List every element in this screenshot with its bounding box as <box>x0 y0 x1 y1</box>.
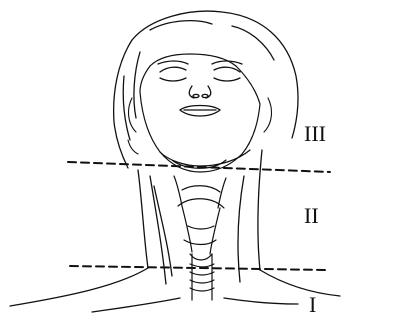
neck-outline <box>138 150 262 284</box>
mouth <box>180 106 220 117</box>
eyes <box>158 61 242 81</box>
zone-label-ii: II <box>304 205 319 227</box>
larynx-trachea <box>174 176 226 300</box>
hair-outline <box>114 11 298 168</box>
shoulders <box>10 268 340 312</box>
nose <box>189 86 211 98</box>
ears <box>128 98 271 154</box>
zone-label-i: I <box>309 294 316 316</box>
face <box>140 54 260 172</box>
zone-boundary-upper <box>68 162 330 172</box>
zone-label-iii: III <box>304 123 326 145</box>
zone-boundary-lines <box>68 162 330 270</box>
